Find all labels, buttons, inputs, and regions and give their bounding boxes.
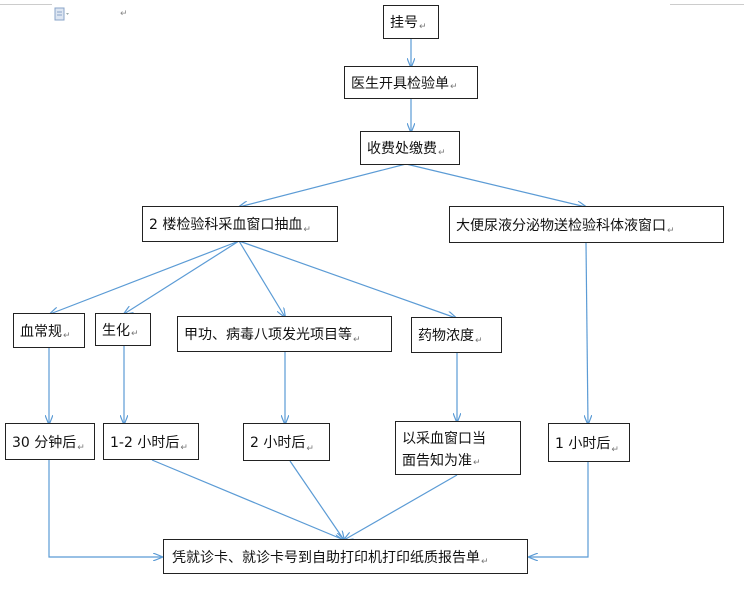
- time-1-hour-label: 1 小时后: [555, 435, 611, 452]
- arrow-blood-thyroid: [238, 240, 285, 317]
- notice-line-1: 以采血窗口当: [402, 431, 486, 447]
- notice-line-2: 面告知为准: [402, 453, 472, 469]
- test-blood-routine: 血常规↵: [13, 313, 85, 348]
- step-specimen-window-label: 大便尿液分泌物送检验科体液窗口: [456, 217, 666, 234]
- step-register-label: 挂号: [390, 15, 418, 31]
- arrow-blood-drug: [238, 240, 456, 318]
- test-drug-concentration-label: 药物浓度: [418, 328, 474, 344]
- test-blood-routine-label: 血常规: [20, 323, 62, 340]
- test-biochemistry-label: 生化: [102, 322, 130, 339]
- step-specimen-window: 大便尿液分泌物送检验科体液窗口↵: [449, 206, 724, 243]
- arrow-30m-report: [48, 460, 162, 557]
- page-corner-left: [0, 0, 52, 5]
- time-2-hours-label: 2 小时后: [250, 435, 306, 451]
- time-30-minutes: 30 分钟后↵: [5, 423, 95, 460]
- time-30-minutes-label: 30 分钟后: [12, 434, 77, 451]
- step-print-report-label: 凭就诊卡、就诊卡号到自助打印机打印纸质报告单: [172, 549, 480, 566]
- document-icon[interactable]: [54, 7, 70, 21]
- time-2-hours: 2 小时后↵: [243, 423, 330, 461]
- arrow-1h-report: [529, 462, 589, 557]
- time-1-2-hours-label: 1-2 小时后: [110, 434, 180, 451]
- step-payment-label: 收费处缴费: [367, 141, 437, 157]
- time-1-2-hours: 1-2 小时后↵: [103, 423, 199, 460]
- time-per-window-notice: 以采血窗口当 面告知为准↵: [395, 421, 521, 475]
- step-print-report: 凭就诊卡、就诊卡号到自助打印机打印纸质报告单↵: [163, 539, 528, 574]
- step-blood-draw-label: 2 楼检验科采血窗口抽血: [149, 217, 303, 233]
- arrow-blood-biochem: [124, 240, 240, 314]
- step-payment: 收费处缴费↵: [360, 131, 460, 165]
- paragraph-mark: ↵: [120, 9, 128, 19]
- arrow-notice-report: [344, 474, 458, 540]
- test-thyroid-virus-label: 甲功、病毒八项发光项目等: [184, 327, 352, 343]
- arrow-specimen-1h: [586, 242, 588, 424]
- test-biochemistry: 生化↵: [95, 313, 151, 346]
- arrow-2h-report: [289, 460, 344, 540]
- arrow-blood-routine: [50, 240, 240, 314]
- step-doctor-order-label: 医生开具检验单: [351, 75, 449, 92]
- test-thyroid-virus: 甲功、病毒八项发光项目等↵: [177, 316, 392, 352]
- arrow-payment-specimen: [405, 163, 586, 207]
- step-blood-draw: 2 楼检验科采血窗口抽血↵: [142, 206, 338, 242]
- test-drug-concentration: 药物浓度↵: [411, 317, 502, 353]
- step-doctor-order: 医生开具检验单↵: [344, 66, 478, 99]
- time-1-hour: 1 小时后↵: [548, 423, 630, 462]
- arrow-payment-blood: [239, 163, 407, 207]
- page-corner-right: [670, 0, 744, 5]
- step-register: 挂号↵: [383, 5, 439, 39]
- arrow-12h-report: [151, 459, 344, 540]
